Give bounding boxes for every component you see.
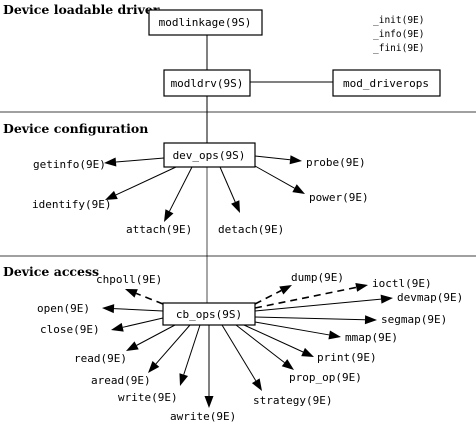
cb-ops-label: cb_ops(9S) [176,308,242,321]
func-power: power(9E) [309,191,369,204]
func-write: write(9E) [118,391,178,404]
entry-fini: _fini(9E) [373,43,424,54]
arrow-print [243,324,314,357]
func-segmap: segmap(9E) [381,313,447,326]
func-chpoll: chpoll(9E) [96,273,162,286]
func-attach: attach(9E) [126,223,192,236]
mod-driverops-box: mod_driverops [332,69,441,97]
access-arrows [102,282,393,408]
dev-ops-label: dev_ops(9S) [173,149,246,162]
func-print: print(9E) [317,351,377,364]
func-dump: dump(9E) [291,271,344,284]
func-read: read(9E) [74,352,127,365]
arrow-awrite [204,325,214,408]
arrow-devmap [254,294,393,312]
func-probe: probe(9E) [306,156,366,169]
arrow-ioctl [254,282,368,309]
func-getinfo: getinfo(9E) [33,158,106,171]
arrow-detach [219,166,240,213]
func-strategy: strategy(9E) [253,394,332,407]
func-prop-op: prop_op(9E) [289,371,362,384]
modlinkage-label: modlinkage(9S) [159,16,252,29]
mod-driverops-label: mod_driverops [343,77,429,90]
section-title-access: Device access [3,264,99,279]
func-ioctl: ioctl(9E) [372,277,432,290]
modldrv-box: modldrv(9S) [163,69,251,97]
arrow-getinfo [104,157,165,167]
arrow-aread [148,324,191,373]
modlinkage-box: modlinkage(9S) [148,9,263,36]
arrow-identify [105,166,177,200]
func-awrite: awrite(9E) [170,410,236,423]
arrow-probe [254,155,302,165]
arrow-strategy [221,324,262,391]
arrow-power [254,165,305,194]
func-open: open(9E) [37,302,90,315]
arrow-mmap [254,321,341,340]
func-aread: aread(9E) [91,374,151,387]
func-mmap: mmap(9E) [345,331,398,344]
section-title-config: Device configuration [3,121,148,136]
modldrv-label: modldrv(9S) [171,77,244,90]
arrow-segmap [254,315,377,325]
arrow-chpoll [125,289,164,305]
func-devmap: devmap(9E) [397,291,463,304]
section-title-loadable: Device loadable driver [3,2,160,17]
arrow-write [179,324,201,386]
func-close: close(9E) [40,323,100,336]
func-detach: detach(9E) [218,223,284,236]
dev-ops-box: dev_ops(9S) [163,142,256,168]
arrow-dump [254,285,292,305]
entry-init: _init(9E) [373,15,424,26]
arrow-prop_op [235,324,294,370]
arrow-read [126,324,176,351]
arrow-attach [164,166,193,222]
config-arrows [104,155,305,222]
arrow-open [102,304,164,314]
entry-info: _info(9E) [373,29,424,40]
cb-ops-box: cb_ops(9S) [162,302,256,326]
arrow-close [111,317,164,332]
func-identify: identify(9E) [32,198,111,211]
